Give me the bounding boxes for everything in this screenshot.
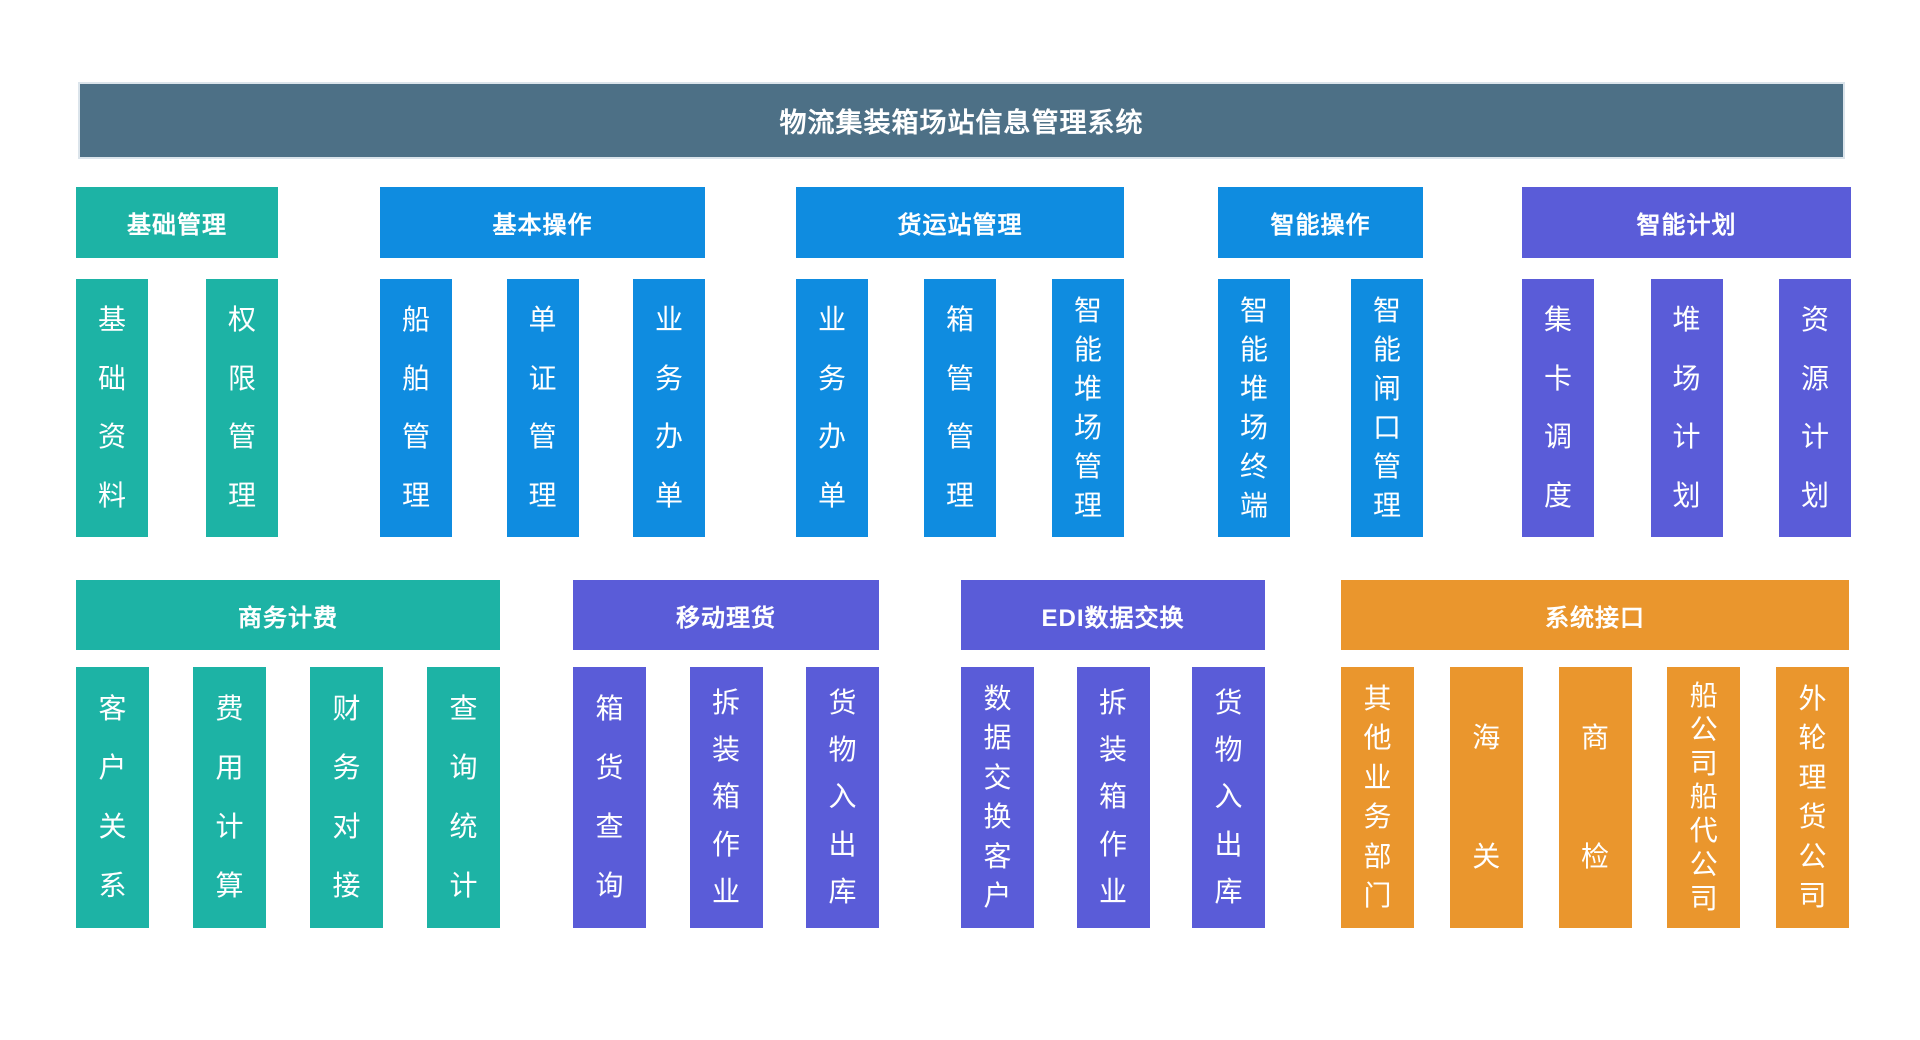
module-label: 海关 bbox=[1472, 722, 1501, 872]
group-freight-station-management: 货运站管理 业务办单 箱管管理 智能堆场管理 bbox=[796, 187, 1124, 537]
module-box: 查询统计 bbox=[427, 667, 500, 928]
group-header: 系统接口 bbox=[1341, 580, 1849, 650]
module-box: 基础资料 bbox=[76, 279, 148, 537]
group-header: 商务计费 bbox=[76, 580, 500, 650]
module-label: 基础资料 bbox=[97, 304, 126, 511]
module-box: 箱管管理 bbox=[924, 279, 996, 537]
group-header: EDI数据交换 bbox=[961, 580, 1265, 650]
module-box: 商检 bbox=[1558, 667, 1632, 928]
group-columns: 箱货查询 拆装箱作业 货物入出库 bbox=[573, 667, 879, 928]
module-label: 查询统计 bbox=[449, 692, 478, 902]
module-box: 船舶管理 bbox=[380, 279, 452, 537]
module-label: 其他业务部门 bbox=[1363, 682, 1392, 912]
module-box: 其他业务部门 bbox=[1341, 667, 1414, 928]
module-box: 外轮理货公司 bbox=[1776, 667, 1849, 928]
group-mobile-tally: 移动理货 箱货查询 拆装箱作业 货物入出库 bbox=[573, 580, 879, 928]
module-label: 船公司船代公司 bbox=[1689, 679, 1718, 914]
module-label: 货物入出库 bbox=[828, 686, 857, 908]
module-label: 智能闸口管理 bbox=[1372, 294, 1401, 521]
module-label: 数据交换客户 bbox=[983, 682, 1012, 912]
group-columns: 基础资料 权限管理 bbox=[76, 279, 278, 537]
module-label: 财务对接 bbox=[332, 692, 361, 902]
group-system-interface: 系统接口 其他业务部门 海关 商检 船公司船代公司 外轮理货公司 bbox=[1341, 580, 1849, 928]
module-label: 权限管理 bbox=[227, 304, 256, 511]
module-box: 客户关系 bbox=[76, 667, 149, 928]
group-commercial-billing: 商务计费 客户关系 费用计算 财务对接 查询统计 bbox=[76, 580, 500, 928]
system-title-bar: 物流集装箱场站信息管理系统 bbox=[78, 82, 1845, 159]
group-columns: 智能堆场终端 智能闸口管理 bbox=[1218, 279, 1423, 537]
module-label: 外轮理货公司 bbox=[1798, 682, 1827, 912]
module-box: 货物入出库 bbox=[1192, 667, 1265, 928]
module-label: 箱管管理 bbox=[945, 304, 974, 511]
module-label: 智能堆场管理 bbox=[1073, 294, 1102, 521]
module-box: 智能堆场终端 bbox=[1218, 279, 1290, 537]
module-box: 单证管理 bbox=[506, 279, 579, 537]
module-label: 业务办单 bbox=[817, 304, 846, 511]
module-label: 拆装箱作业 bbox=[1098, 686, 1127, 908]
module-label: 货物入出库 bbox=[1214, 686, 1243, 908]
group-basic-management: 基础管理 基础资料 权限管理 bbox=[76, 187, 278, 537]
module-label: 单证管理 bbox=[528, 304, 557, 511]
module-box: 智能堆场管理 bbox=[1052, 279, 1124, 537]
group-columns: 船舶管理 单证管理 业务办单 bbox=[380, 279, 705, 537]
module-box: 费用计算 bbox=[193, 667, 266, 928]
module-box: 智能闸口管理 bbox=[1351, 279, 1423, 537]
module-box: 海关 bbox=[1449, 667, 1523, 928]
module-label: 业务办单 bbox=[654, 304, 683, 511]
group-header: 智能计划 bbox=[1522, 187, 1851, 258]
module-label: 堆场计划 bbox=[1672, 304, 1701, 511]
module-label: 集卡调度 bbox=[1543, 304, 1572, 511]
module-box: 拆装箱作业 bbox=[1076, 667, 1150, 928]
module-box: 堆场计划 bbox=[1650, 279, 1723, 537]
module-box: 业务办单 bbox=[796, 279, 868, 537]
module-box: 拆装箱作业 bbox=[689, 667, 763, 928]
module-box: 船公司船代公司 bbox=[1667, 667, 1741, 928]
module-box: 资源计划 bbox=[1779, 279, 1851, 537]
group-header: 移动理货 bbox=[573, 580, 879, 650]
module-box: 数据交换客户 bbox=[961, 667, 1034, 928]
group-header: 智能操作 bbox=[1218, 187, 1423, 258]
module-label: 客户关系 bbox=[98, 692, 127, 902]
group-columns: 其他业务部门 海关 商检 船公司船代公司 外轮理货公司 bbox=[1341, 667, 1849, 928]
module-label: 拆装箱作业 bbox=[711, 686, 740, 908]
group-columns: 数据交换客户 拆装箱作业 货物入出库 bbox=[961, 667, 1265, 928]
module-box: 货物入出库 bbox=[806, 667, 879, 928]
module-label: 资源计划 bbox=[1800, 304, 1829, 511]
module-label: 费用计算 bbox=[215, 692, 244, 902]
group-header: 基本操作 bbox=[380, 187, 705, 258]
group-columns: 客户关系 费用计算 财务对接 查询统计 bbox=[76, 667, 500, 928]
module-label: 箱货查询 bbox=[595, 692, 624, 902]
group-basic-operation: 基本操作 船舶管理 单证管理 业务办单 bbox=[380, 187, 705, 537]
group-header: 货运站管理 bbox=[796, 187, 1124, 258]
group-header: 基础管理 bbox=[76, 187, 278, 258]
module-label: 智能堆场终端 bbox=[1239, 294, 1268, 521]
module-box: 权限管理 bbox=[206, 279, 278, 537]
group-intelligent-planning: 智能计划 集卡调度 堆场计划 资源计划 bbox=[1522, 187, 1851, 537]
module-box: 箱货查询 bbox=[573, 667, 646, 928]
module-box: 集卡调度 bbox=[1522, 279, 1594, 537]
module-label: 船舶管理 bbox=[401, 304, 430, 511]
module-label: 商检 bbox=[1580, 722, 1609, 872]
group-intelligent-operation: 智能操作 智能堆场终端 智能闸口管理 bbox=[1218, 187, 1423, 537]
group-edi-data-exchange: EDI数据交换 数据交换客户 拆装箱作业 货物入出库 bbox=[961, 580, 1265, 928]
group-columns: 集卡调度 堆场计划 资源计划 bbox=[1522, 279, 1851, 537]
module-box: 财务对接 bbox=[310, 667, 383, 928]
module-box: 业务办单 bbox=[633, 279, 705, 537]
group-columns: 业务办单 箱管管理 智能堆场管理 bbox=[796, 279, 1124, 537]
